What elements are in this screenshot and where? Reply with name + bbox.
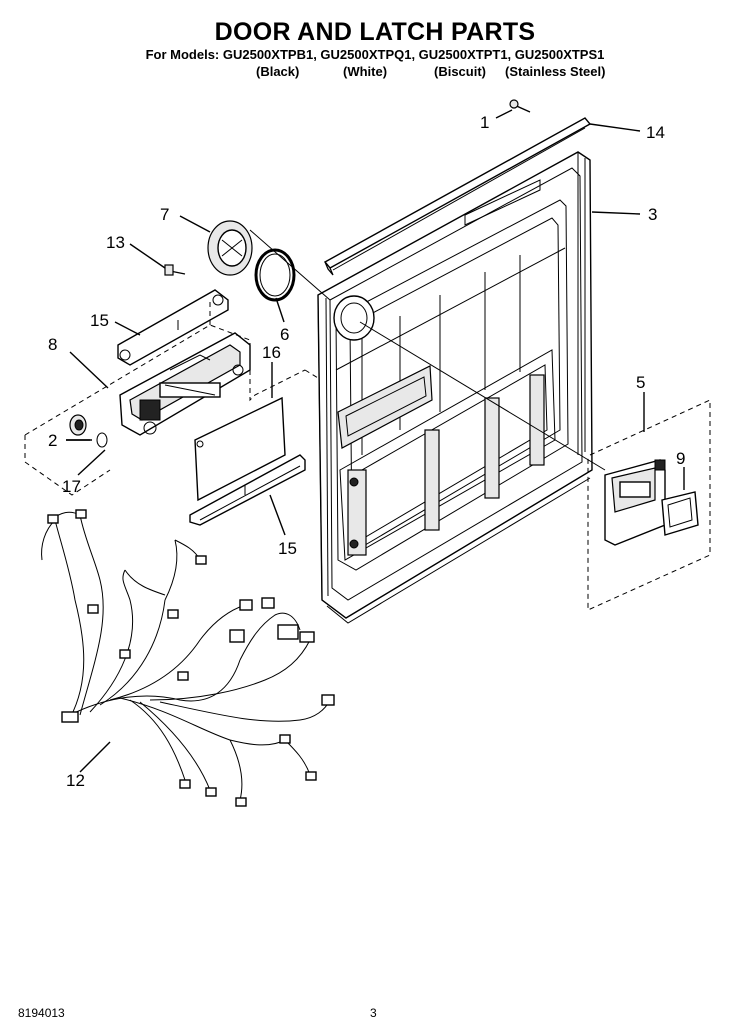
footer-page-number: 3 [370, 1006, 377, 1020]
dispenser-cap-part-7 [207, 220, 253, 276]
callout-2: 2 [48, 431, 57, 450]
callout-15-lower: 15 [278, 539, 297, 558]
callout-16: 16 [262, 343, 281, 362]
callout-12: 12 [66, 771, 85, 790]
page-title: DOOR AND LATCH PARTS [214, 18, 536, 46]
door-strike-part-5 [604, 459, 666, 546]
gasket-part-6 [254, 248, 296, 302]
callout-14: 14 [646, 123, 665, 142]
variant-stainless-steel: (Stainless Steel) [505, 64, 606, 79]
knob-part-2 [66, 414, 90, 441]
shield-plate-part-16 [194, 396, 286, 502]
variant-black: (Black) [256, 64, 300, 79]
callout-9: 9 [676, 449, 685, 468]
callout-6: 6 [280, 325, 289, 344]
callout-5: 5 [636, 373, 645, 392]
inner-door-panel [317, 151, 593, 624]
callout-7: 7 [160, 205, 169, 224]
callout-3: 3 [648, 205, 657, 224]
gasket-part-9 [661, 491, 699, 536]
handle-bracket-lower [189, 454, 306, 526]
latch-assembly-part-8 [119, 332, 251, 436]
screw-part-13 [164, 264, 186, 276]
ring-part-17 [96, 432, 108, 448]
variant-biscuit: (Biscuit) [434, 64, 486, 79]
footer-part-number: 8194013 [18, 1006, 65, 1020]
wire-harness-part-12 [41, 509, 335, 807]
callout-13: 13 [106, 233, 125, 252]
callout-labels: 1 14 3 7 13 6 15 8 16 5 2 9 17 15 12 [48, 113, 685, 790]
variant-white: (White) [343, 64, 388, 79]
screw-part-1 [509, 99, 531, 113]
leader-lines [66, 109, 685, 773]
callout-1: 1 [480, 113, 489, 132]
handle-bracket-upper [117, 289, 229, 366]
callout-17: 17 [62, 477, 81, 496]
models-line: For Models: GU2500XTPB1, GU2500XTPQ1, GU… [145, 47, 605, 62]
callout-8: 8 [48, 335, 57, 354]
callout-15-upper: 15 [90, 311, 109, 330]
